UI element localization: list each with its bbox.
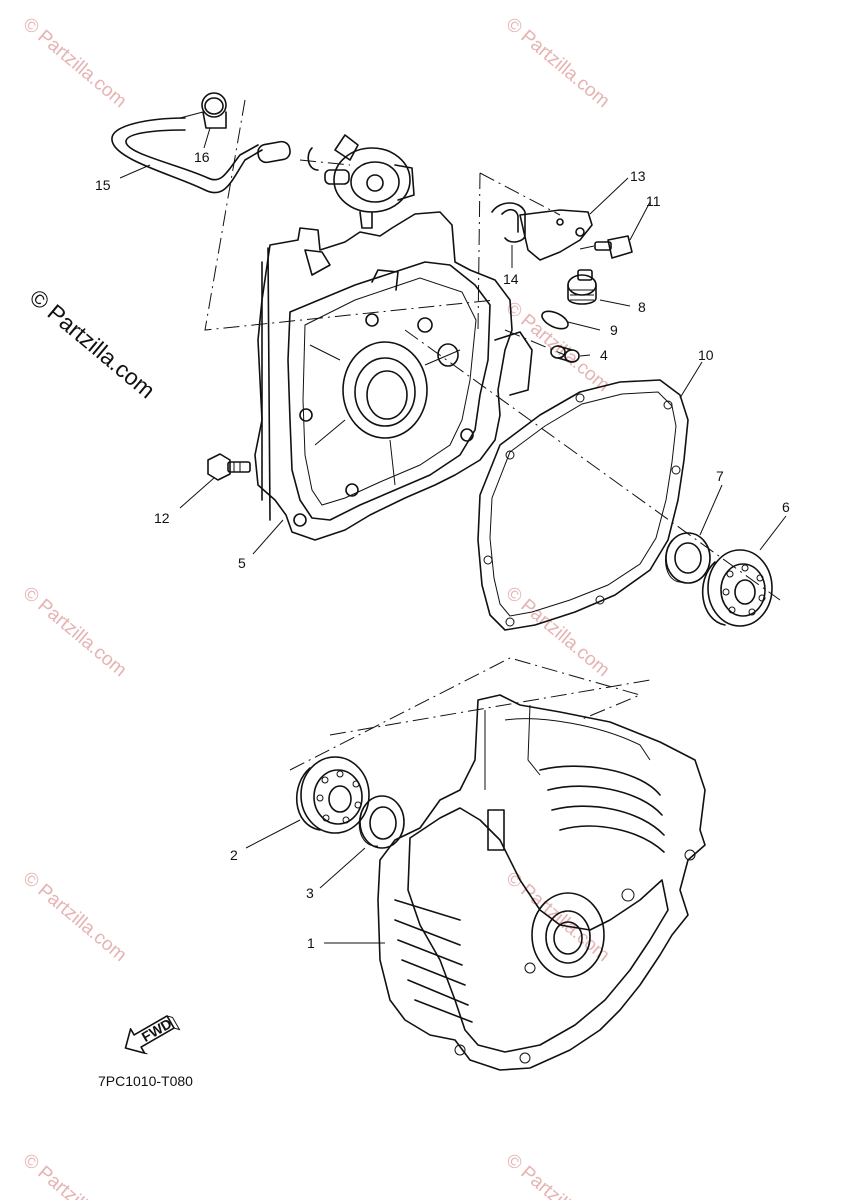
callout-6: 6 bbox=[782, 499, 790, 515]
watermark: © Partzilla.com bbox=[19, 14, 131, 112]
oil-seal-7 bbox=[665, 532, 711, 584]
o-ring bbox=[541, 310, 569, 330]
callout-3: 3 bbox=[306, 885, 314, 901]
oil-seal-3 bbox=[358, 795, 405, 849]
callout-11: 11 bbox=[646, 193, 661, 209]
callout-9: 9 bbox=[610, 322, 618, 338]
callout-14: 14 bbox=[503, 271, 519, 287]
leader-lines bbox=[119, 127, 787, 944]
diagram-ref-code: 7PC1010-T080 bbox=[98, 1073, 193, 1089]
watermark: © Partzilla.com bbox=[502, 14, 614, 112]
callout-1: 1 bbox=[307, 935, 315, 951]
callout-16: 16 bbox=[194, 149, 210, 165]
callout-5: 5 bbox=[238, 555, 246, 571]
callout-8: 8 bbox=[638, 299, 646, 315]
breather-hose bbox=[111, 117, 291, 194]
callout-4: 4 bbox=[600, 347, 608, 363]
dowel-pin bbox=[550, 345, 580, 363]
watermark: © Partzilla.com bbox=[502, 298, 614, 396]
bearing-2 bbox=[296, 756, 370, 834]
watermark-main: © Partzilla.com bbox=[25, 284, 160, 404]
watermark: © Partzilla.com bbox=[502, 868, 614, 966]
callout-7: 7 bbox=[716, 468, 724, 484]
callout-10: 10 bbox=[698, 347, 714, 363]
callout-15: 15 bbox=[95, 177, 111, 193]
watermark: © Partzilla.com bbox=[19, 868, 131, 966]
fwd-arrow-icon: FWD bbox=[124, 1015, 181, 1055]
hose-clamp bbox=[491, 202, 526, 243]
bolt-12 bbox=[207, 453, 251, 481]
watermark: © Partzilla.com bbox=[19, 583, 131, 681]
crankcase bbox=[377, 694, 706, 1071]
assembly-lines bbox=[204, 99, 781, 771]
bolt-11 bbox=[579, 235, 633, 259]
gasket bbox=[477, 379, 689, 631]
callout-12: 12 bbox=[154, 510, 170, 526]
crankcase-cover bbox=[254, 211, 533, 541]
bracket-plate bbox=[519, 209, 593, 261]
callout-13: 13 bbox=[630, 168, 646, 184]
bearing-6 bbox=[701, 549, 773, 627]
drain-plug bbox=[567, 269, 597, 305]
breather-housing bbox=[307, 134, 415, 229]
hose-clip bbox=[179, 92, 227, 129]
callout-2: 2 bbox=[230, 847, 238, 863]
watermark: © Partzilla.com bbox=[502, 1150, 614, 1200]
callouts: 1 2 3 4 5 6 7 8 9 10 11 12 13 14 15 16 bbox=[95, 149, 790, 951]
watermark: © Partzilla.com bbox=[19, 1150, 131, 1200]
